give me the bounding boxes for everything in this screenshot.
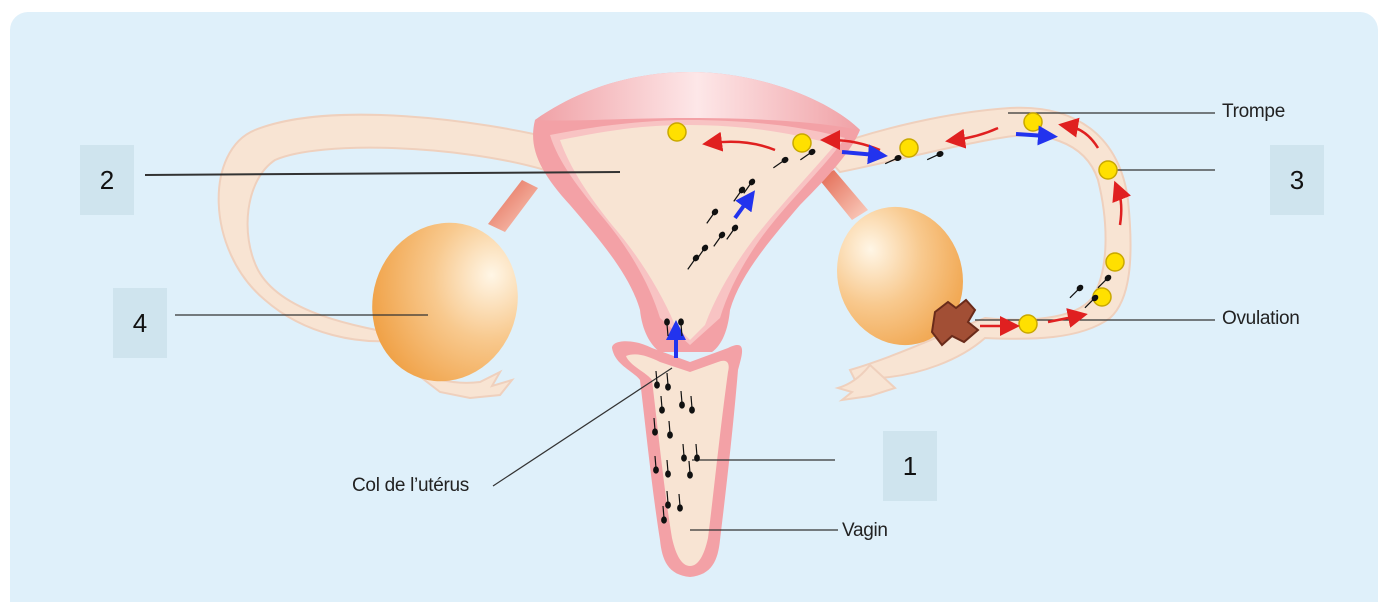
number-box-4: 4	[113, 288, 167, 358]
label-col-uterus: Col de l’utérus	[352, 475, 469, 497]
left-ovary	[352, 204, 538, 401]
number-box-2: 2	[80, 145, 134, 215]
number-box-1: 1	[883, 431, 937, 501]
sperm-cell	[1068, 284, 1084, 298]
number-box-3: 3	[1270, 145, 1324, 215]
label-vagin: Vagin	[842, 520, 888, 542]
left-ligament	[488, 180, 538, 232]
label-trompe: Trompe	[1222, 101, 1285, 123]
label-ovulation: Ovulation	[1222, 308, 1300, 330]
